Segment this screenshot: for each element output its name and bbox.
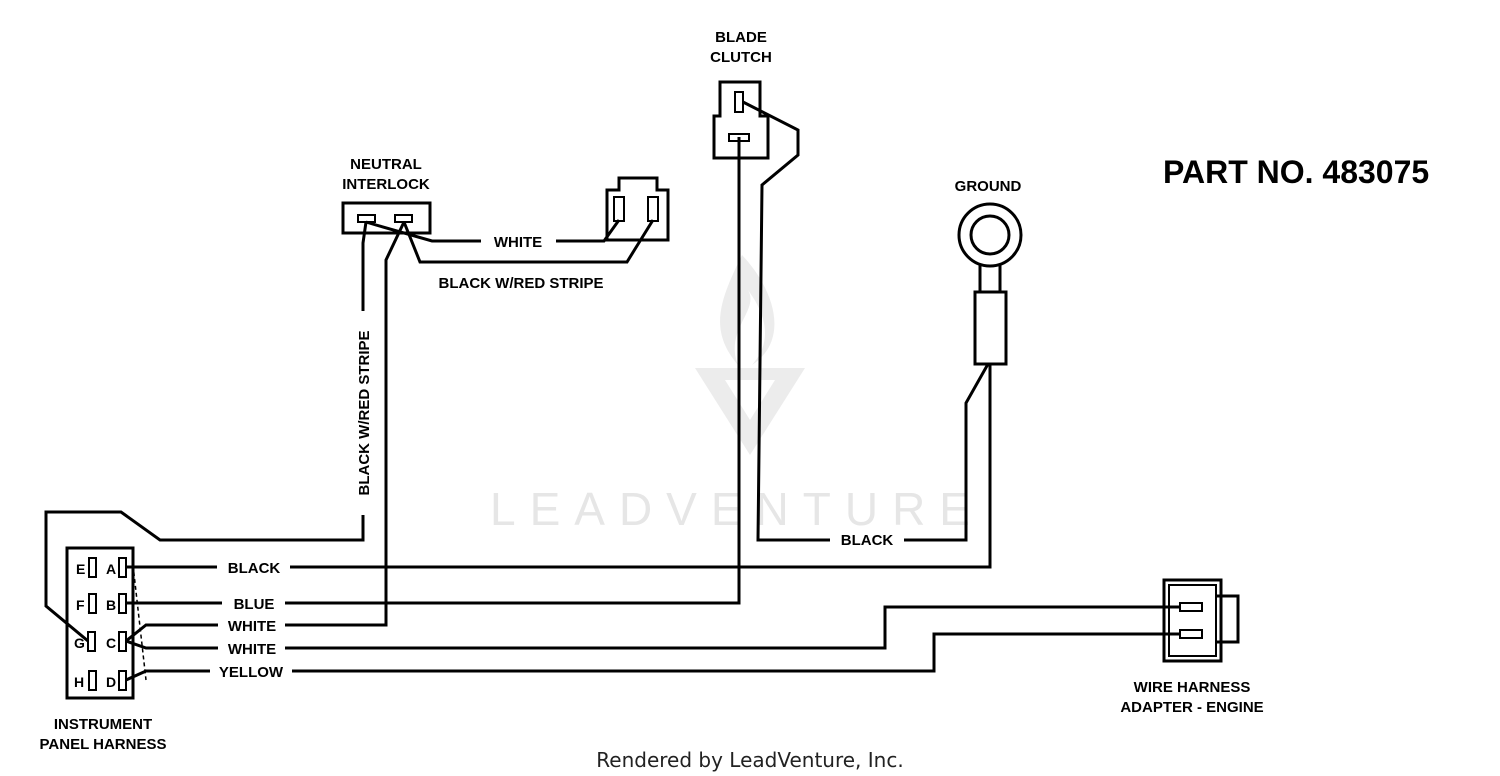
part-number: PART NO. 483075 [1163,154,1429,190]
wire-label-black-red-vertical: BLACK W/RED STRIPE [356,331,373,496]
pin-d-label: D [106,674,116,690]
watermark-text: LEADVENTURE [490,483,984,535]
instrument-panel-label-line1: INSTRUMENT [54,716,152,733]
wire-label-black-red-horizontal: BLACK W/RED STRIPE [439,275,604,292]
wire-label-black-ground: BLACK [841,532,894,549]
wire-interlock-white-c [285,221,406,627]
pin-b-label: B [106,597,116,613]
wire-label-white-c2: WHITE [228,641,276,658]
blade-clutch-label-line2: CLUTCH [710,49,772,66]
blade-clutch-connector: BLADE CLUTCH [710,29,772,160]
pin-e-label: E [76,561,85,577]
wire-interlock-white-top [365,219,621,243]
neutral-interlock-switch: NEUTRAL INTERLOCK [341,156,432,235]
neutral-interlock-label-line1: NEUTRAL [350,156,422,173]
pin-a-label: A [106,561,116,577]
watermark-logo [695,255,805,455]
wire-adapter-yellow-d [292,632,1180,673]
interlock-mating-connector [605,176,670,242]
blade-clutch-label-line1: BLADE [715,29,767,46]
pin-c-label: C [106,635,116,651]
footer-credit: Rendered by LeadVenture, Inc. [596,748,903,772]
ground-terminal: GROUND [955,178,1023,366]
wire-blade-clutch-black [742,100,990,542]
wire-ground-black-a [290,364,992,569]
ground-label: GROUND [955,178,1022,195]
wire-label-blue-b: BLUE [234,596,275,613]
wire-harness-adapter-label-line2: ADAPTER - ENGINE [1120,699,1263,716]
wire-label-black-a: BLACK [228,560,281,577]
wire-harness-adapter-label-line1: WIRE HARNESS [1134,679,1251,696]
wire-harness-adapter-connector: WIRE HARNESS ADAPTER - ENGINE [1120,578,1264,716]
wire-interlock-black-red [402,219,655,264]
wire-adapter-white-c2 [285,605,1180,650]
pin-g-label: G [74,635,85,651]
wire-label-yellow-d: YELLOW [219,664,284,681]
pin-h-label: H [74,674,84,690]
instrument-panel-label-line2: PANEL HARNESS [40,736,167,753]
wire-g-black-red [44,221,368,643]
wire-label-white-top: WHITE [494,234,542,251]
wire-label-white-c1: WHITE [228,618,276,635]
neutral-interlock-label-line2: INTERLOCK [342,176,430,193]
wire-blade-clutch-blue [285,137,741,605]
instrument-panel-harness-connector: E A F B G C H D INSTRUMENT PANEL HARNESS [40,546,167,753]
pin-f-label: F [76,597,85,613]
